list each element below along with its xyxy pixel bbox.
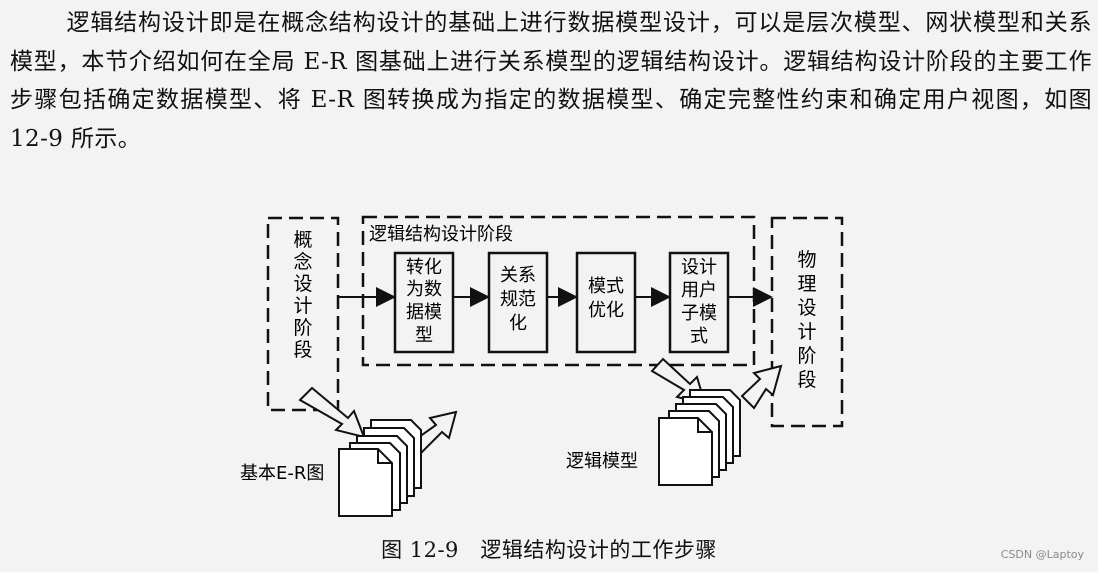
physical-char-1: 物 bbox=[797, 249, 816, 271]
step-convert-line-1: 转化 bbox=[406, 257, 442, 278]
physical-char-4: 计 bbox=[797, 321, 816, 343]
step-user-line-4: 式 bbox=[690, 326, 708, 347]
concept-char-3: 设 bbox=[293, 273, 312, 295]
step-convert-line-2: 为数 bbox=[406, 279, 442, 300]
intro-paragraph-text: 逻辑结构设计即是在概念结构设计的基础上进行数据模型设计，可以是层次模型、网状模型… bbox=[10, 10, 1092, 152]
step-normalize-line-1: 关系 bbox=[500, 265, 536, 286]
step-optimize-line-1: 模式 bbox=[588, 276, 624, 297]
step-user-line-1: 设计 bbox=[681, 257, 717, 278]
er-document-front bbox=[338, 448, 393, 517]
concept-char-5: 阶 bbox=[293, 317, 312, 339]
concept-stage-label: 概 念 设 计 阶 段 bbox=[293, 229, 312, 361]
logical-stage-title: 逻辑结构设计阶段 bbox=[369, 224, 513, 245]
step-convert-line-4: 型 bbox=[415, 325, 433, 346]
intro-paragraph: 逻辑结构设计即是在概念结构设计的基础上进行数据模型设计，可以是层次模型、网状模型… bbox=[10, 4, 1092, 158]
concept-char-1: 概 bbox=[293, 229, 312, 251]
step-normalize-line-3: 化 bbox=[509, 313, 527, 334]
step-optimize-line-2: 优化 bbox=[588, 300, 624, 321]
physical-stage-label: 物 理 设 计 阶 段 bbox=[797, 249, 816, 391]
step-normalize-line-2: 规范 bbox=[500, 289, 536, 310]
physical-char-5: 阶 bbox=[797, 345, 816, 367]
er-document-stack bbox=[338, 419, 422, 517]
physical-char-6: 段 bbox=[797, 369, 816, 391]
block-arrow-into-er bbox=[298, 386, 366, 439]
logical-model-document-front bbox=[658, 417, 713, 486]
block-arrow-out-of-logical-model bbox=[740, 364, 783, 410]
concept-stage-box bbox=[266, 216, 340, 412]
figure-caption: 图 12-9 逻辑结构设计的工作步骤 bbox=[381, 538, 717, 562]
concept-char-6: 段 bbox=[293, 339, 312, 361]
watermark: CSDN @Laptoy bbox=[1000, 548, 1084, 561]
physical-char-3: 设 bbox=[797, 297, 816, 319]
step-user-line-3: 子模 bbox=[681, 303, 717, 324]
logical-model-document-stack bbox=[658, 389, 741, 486]
concept-char-2: 念 bbox=[293, 250, 312, 273]
step-convert-line-3: 据模 bbox=[406, 302, 442, 323]
physical-char-2: 理 bbox=[797, 273, 816, 295]
er-doc-label: 基本E-R图 bbox=[240, 463, 324, 484]
physical-stage-box bbox=[770, 216, 844, 428]
concept-char-4: 计 bbox=[293, 295, 312, 317]
step-user-line-2: 用户 bbox=[681, 280, 717, 301]
logical-model-label: 逻辑模型 bbox=[566, 451, 638, 472]
